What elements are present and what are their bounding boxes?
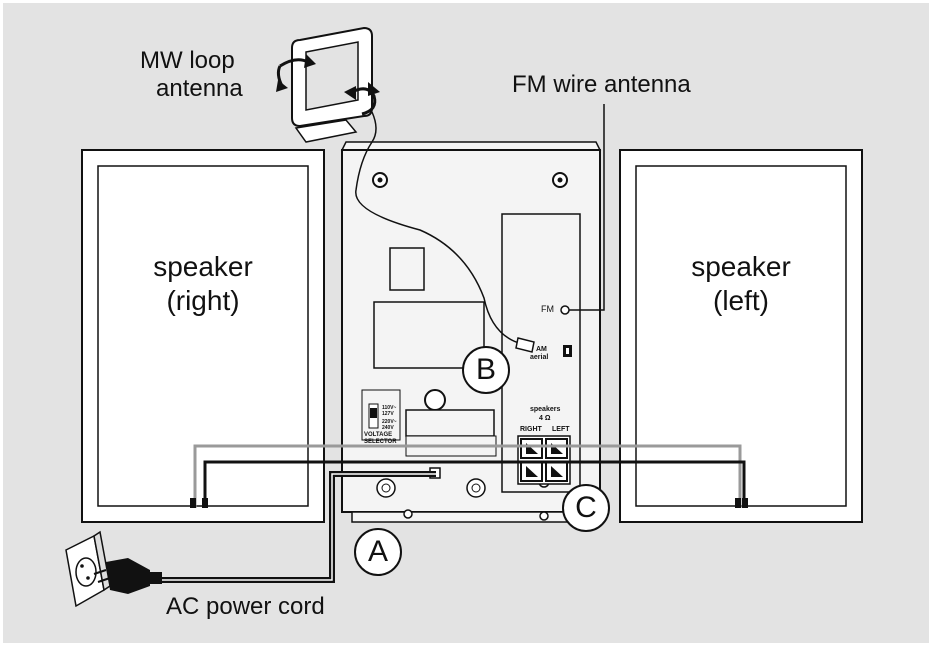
- voltage-option-2: 127V: [382, 411, 394, 417]
- rotate-arrow-icon: [276, 54, 380, 116]
- mw-antenna-label-1: MW loop: [140, 47, 235, 74]
- voltage-option-3: 220V~: [382, 419, 397, 425]
- loop-antenna-icon: [291, 26, 535, 353]
- wall-socket-icon: [65, 530, 111, 608]
- speaker-terminals: [517, 435, 571, 485]
- speaker-right-label-2: (right): [166, 285, 240, 316]
- voltage-option-1: 110V~: [382, 405, 397, 411]
- speakers-terminal-label: speakers: [530, 406, 561, 413]
- speaker-left-label-1: speaker: [691, 251, 791, 282]
- fm-antenna-label: FM wire antenna: [512, 71, 691, 98]
- voltage-option-4: 240V: [382, 425, 394, 431]
- plug-icon: [93, 558, 162, 594]
- callout-a: A: [354, 528, 402, 576]
- terminal-right-label: RIGHT: [520, 426, 542, 433]
- terminal-left-label: LEFT: [552, 426, 570, 433]
- voltage-selector-label-2: SELECTOR: [364, 439, 397, 445]
- power-cord-label: AC power cord: [166, 593, 325, 620]
- fm-wire-antenna: [569, 104, 605, 311]
- mw-antenna-label-2: antenna: [156, 75, 243, 102]
- aerial-label: aerial: [530, 354, 549, 361]
- impedance-label: 4 Ω: [539, 415, 551, 422]
- callout-c: C: [562, 484, 610, 532]
- ac-power-cord: [160, 471, 436, 583]
- voltage-selector-label: VOLTAGE: [364, 432, 393, 438]
- speaker-right: [81, 149, 325, 523]
- speaker-left-label-2: (left): [713, 285, 769, 316]
- speaker-right-label-1: speaker: [153, 251, 253, 282]
- speaker-wires: [190, 444, 748, 508]
- callout-b: B: [462, 346, 510, 394]
- am-jack-label: AM: [536, 346, 547, 353]
- fm-jack-label: FM: [541, 304, 554, 314]
